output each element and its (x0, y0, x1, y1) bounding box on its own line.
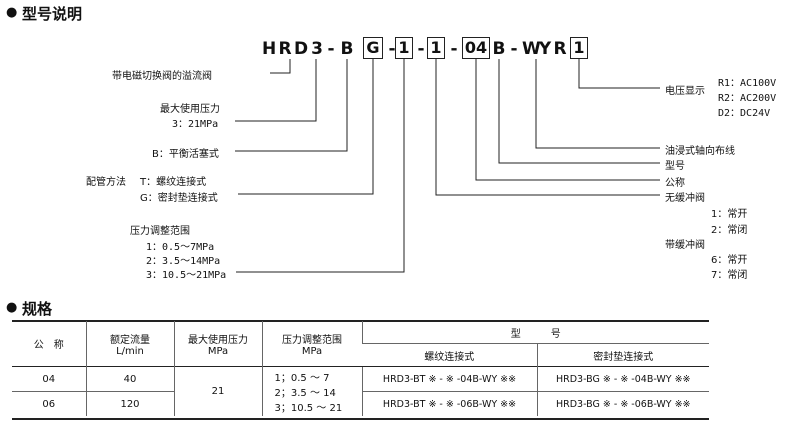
label-voltage-d2: D2：DC24V (718, 108, 771, 119)
code-char: - (417, 39, 425, 59)
cell-range: 1；0.5 ～ 7 2；3.5 ～ 14 3；10.5 ～ 21 (261, 366, 362, 416)
label-piping-g: G：密封垫连接式 (140, 193, 218, 204)
leader-line (235, 59, 348, 152)
label-nb-1: 1：常开 (711, 209, 748, 220)
spec-table: 公 称 额定流量 L/min 最大使用压力 MPa 压力调整范围 MPa 型 号… (12, 321, 709, 416)
leader-line (235, 59, 317, 122)
leader-line (270, 59, 291, 74)
label-voltage-title: 电压显示 (665, 86, 705, 97)
label-model-no: 型号 (665, 161, 685, 172)
label-range-3: 3：10.5～21MPa (146, 270, 227, 281)
cell-flow: 40 (85, 366, 174, 392)
label-piping-t: T：螺纹连接式 (140, 177, 207, 188)
leader-line (238, 59, 374, 195)
cell-nominal: 04 (12, 366, 86, 392)
label-voltage-r1: R1：AC100V (718, 78, 777, 89)
label-range-title: 压力调整范围 (130, 226, 190, 237)
leader-line (498, 59, 660, 164)
leader-line (435, 59, 660, 196)
label-range-2: 2：3.5～14MPa (146, 256, 221, 267)
section-title-model: 型号说明 (22, 5, 83, 23)
header-nominal: 公 称 (33, 340, 64, 351)
code-box-buffer: 1 (427, 37, 445, 59)
header-pressure: 最大使用压力 MPa (173, 321, 262, 367)
code-char: B (340, 39, 354, 59)
label-nb-2: 2：常闭 (711, 225, 748, 236)
label-nominal: 公称 (665, 178, 685, 189)
label-voltage-r2: R2：AC200V (718, 93, 777, 104)
cell-gasket: HRD3-BG ※ - ※ -04B-WY ※※ (536, 366, 709, 392)
code-char: R (553, 39, 567, 59)
cell-range-2: 2；3.5 ～ 14 (274, 388, 336, 399)
header-gasket: 密封垫连接式 (536, 343, 709, 367)
label-buffer: 带缓冲阀 (665, 240, 705, 251)
label-b-6: 6：常开 (711, 255, 748, 266)
section-bullet: ● (6, 300, 18, 315)
section-title-spec: 规格 (22, 300, 53, 318)
label-range-1: 1：0.5～7MPa (146, 242, 215, 253)
code-char: 3 (311, 39, 323, 59)
code-char: Y (538, 39, 552, 59)
leader-line (578, 59, 660, 89)
code-char: - (388, 39, 396, 59)
cell-threaded: HRD3-BT ※ - ※ -04B-WY ※※ (361, 366, 537, 392)
label-oil-immersed: 油浸式轴向布线 (665, 146, 735, 157)
code-char: - (510, 39, 518, 59)
header-flow-unit: L/min (116, 345, 144, 357)
leader-line (236, 59, 405, 273)
cell-range-3: 3；10.5 ～ 21 (274, 403, 343, 414)
cell-threaded: HRD3-BT ※ - ※ -06B-WY ※※ (361, 391, 537, 416)
code-box-piping: G (363, 37, 383, 59)
label-balance: B：平衡活塞式 (152, 149, 219, 160)
code-box-nominal: 04 (462, 37, 490, 59)
cell-flow: 120 (85, 391, 174, 416)
table-row: 04 40 21 1；0.5 ～ 7 2；3.5 ～ 14 3；10.5 ～ 2… (12, 366, 709, 416)
label-max-pressure: 最大使用压力 (160, 104, 220, 115)
header-threaded: 螺纹连接式 (424, 351, 475, 363)
cell-nominal: 06 (12, 391, 86, 416)
code-char: R (278, 39, 292, 59)
code-char: - (327, 39, 335, 59)
header-model: 型 号 (361, 321, 709, 344)
code-box-voltage: 1 (570, 37, 588, 59)
label-max-pressure-value: 3：21MPa (172, 119, 219, 130)
table-row: 06 120 HRD3-BT ※ - ※ -06B-WY ※※ HRD3-BG … (12, 391, 709, 416)
label-piping-title: 配管方法 (86, 177, 126, 188)
code-char: B (492, 39, 506, 59)
code-box-range: 1 (395, 37, 413, 59)
cell-gasket: HRD3-BG ※ - ※ -06B-WY ※※ (536, 391, 709, 416)
code-char: - (450, 39, 458, 59)
code-char: H (262, 39, 277, 59)
header-range: 压力调整范围 MPa (261, 321, 362, 367)
cell-range-1: 1；0.5 ～ 7 (274, 373, 330, 384)
label-b-7: 7：常闭 (711, 270, 748, 281)
header-range-label: 压力调整范围 (282, 334, 342, 346)
header-pressure-unit: MPa (207, 345, 229, 357)
header-flow: 额定流量 L/min (85, 321, 174, 367)
code-char: D (294, 39, 309, 59)
leader-line (475, 59, 660, 181)
section-bullet: ● (6, 5, 18, 20)
header-pressure-label: 最大使用压力 (188, 334, 248, 346)
label-valve-desc: 带电磁切换阀的溢流阀 (112, 71, 212, 82)
label-no-buffer: 无缓冲阀 (665, 193, 705, 204)
header-range-unit: MPa (301, 345, 323, 357)
table-bottom-rule (12, 418, 709, 420)
header-flow-label: 额定流量 (110, 334, 150, 346)
cell-pressure: 21 (173, 366, 262, 416)
leader-line (535, 59, 660, 149)
